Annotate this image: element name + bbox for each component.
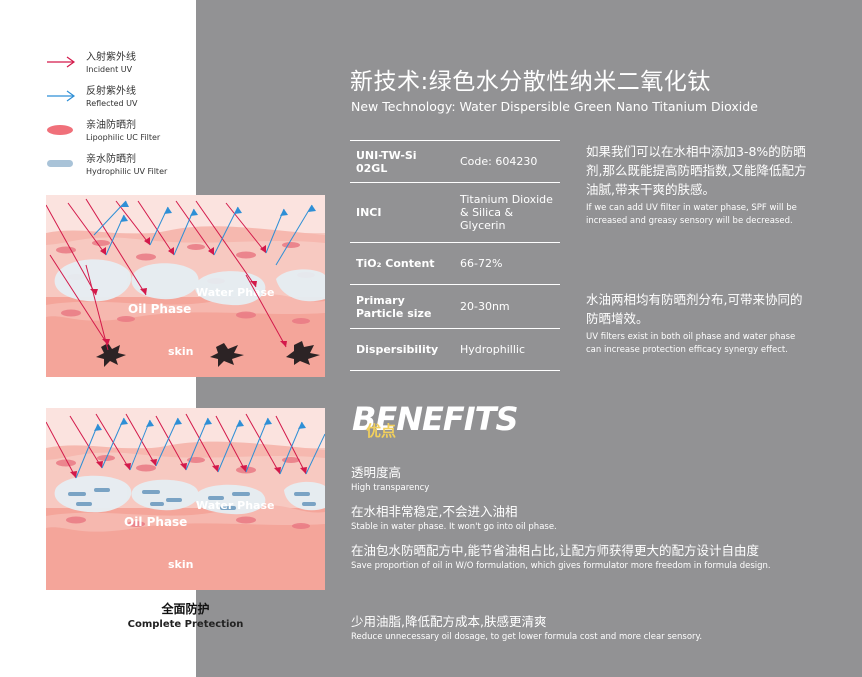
benefit-en: High transparency: [351, 483, 430, 493]
paragraph-en: UV filters exist in both oil phase and w…: [586, 332, 796, 355]
skin-diagram-oil-only: Oil Phase Water Phase skin: [46, 195, 325, 377]
table-row: UNI-TW-Si 02GL Code: 604230: [350, 140, 560, 183]
oil-phase-label: Oil Phase: [124, 515, 187, 529]
legend-label-en: Incident UV: [86, 65, 133, 74]
table-row: Dispersibility Hydrophillic: [350, 328, 560, 371]
legend-label-en: Reflected UV: [86, 99, 138, 108]
benefit-item: 透明度高 High transparency: [351, 464, 821, 495]
water-phase-label: Water Phase: [196, 286, 274, 299]
benefits-heading: BENEFITS: [352, 400, 519, 438]
spec-key: UNI-TW-Si 02GL: [350, 140, 454, 183]
benefit-item: 少用油脂,降低配方成本,肤感更清爽 Reduce unnecessary oil…: [351, 613, 821, 644]
legend-label-en: Lipophilic UC Filter: [86, 133, 161, 142]
caption-en: Complete Pretection: [127, 619, 244, 630]
blue-arrow-icon: [47, 90, 76, 102]
spec-key: Dispersibility: [350, 328, 454, 371]
legend-label-en: Hydrophilic UV Filter: [86, 167, 168, 176]
benefit-zh: 少用油脂,降低配方成本,肤感更清爽: [351, 614, 547, 629]
skin-damage-icon: [96, 341, 320, 367]
skin-label: skin: [168, 345, 193, 358]
page-subtitle: New Technology: Water Dispersible Green …: [351, 99, 758, 114]
legend-label-zh: 入射紫外线: [86, 52, 136, 63]
benefit-en: Save proportion of oil in W/O formulatio…: [351, 561, 771, 571]
legend-label-zh: 反射紫外线: [86, 86, 136, 97]
legend-label-zh: 亲油防晒剂: [86, 120, 136, 131]
spec-value: Titanium Dioxide & Silica & Glycerin: [454, 182, 560, 243]
benefits-subheading: 优点: [366, 422, 397, 440]
spec-value: 20-30nm: [454, 284, 560, 329]
water-phase-paragraph: 如果我们可以在水相中添加3-8%的防晒剂,那么既能提高防晒指数,又能降低配方油腻…: [586, 142, 811, 227]
red-arrow-icon: [47, 56, 76, 68]
table-row: INCI Titanium Dioxide & Silica & Glyceri…: [350, 182, 560, 243]
spec-value: Code: 604230: [454, 140, 560, 183]
benefit-item: 在水相非常稳定,不会进入油相 Stable in water phase. It…: [351, 503, 821, 534]
page-title: 新技术:绿色水分散性纳米二氧化钛: [350, 69, 711, 95]
benefit-zh: 透明度高: [351, 465, 402, 480]
diagram-caption: 全面防护 Complete Pretection: [46, 600, 325, 630]
skin-label: skin: [168, 558, 193, 571]
spec-table: UNI-TW-Si 02GL Code: 604230 INCI Titaniu…: [350, 140, 560, 371]
benefit-en: Stable in water phase. It won't go into …: [351, 522, 557, 532]
pink-capsule-icon: [47, 125, 73, 135]
paragraph-en: If we can add UV filter in water phase, …: [586, 203, 797, 226]
spec-value: Hydrophillic: [454, 328, 560, 371]
spec-value: 66-72%: [454, 242, 560, 285]
benefit-en: Reduce unnecessary oil dosage, to get lo…: [351, 632, 703, 642]
paragraph-zh: 如果我们可以在水相中添加3-8%的防晒剂,那么既能提高防晒指数,又能降低配方油腻…: [586, 144, 807, 197]
skin-diagram-complete: Oil Phase Water Phase skin: [46, 408, 325, 590]
blue-capsule-icon: [47, 160, 73, 167]
caption-zh: 全面防护: [161, 602, 210, 616]
oil-phase-label: Oil Phase: [128, 302, 191, 316]
benefit-zh: 在油包水防晒配方中,能节省油相占比,让配方师获得更大的配方设计自由度: [351, 543, 759, 558]
table-row: TiO₂ Content 66-72%: [350, 242, 560, 285]
benefit-item: 在油包水防晒配方中,能节省油相占比,让配方师获得更大的配方设计自由度 Save …: [351, 542, 821, 573]
water-phase-label: Water Phase: [196, 499, 274, 512]
table-row: Primary Particle size 20-30nm: [350, 284, 560, 329]
spec-key: Primary Particle size: [350, 284, 454, 329]
paragraph-zh: 水油两相均有防晒剂分布,可带来协同的防晒增效。: [586, 292, 803, 326]
spec-key: INCI: [350, 182, 454, 243]
synergy-paragraph: 水油两相均有防晒剂分布,可带来协同的防晒增效。 UV filters exist…: [586, 290, 811, 356]
legend-label-zh: 亲水防晒剂: [86, 154, 136, 165]
benefit-zh: 在水相非常稳定,不会进入油相: [351, 504, 518, 519]
spec-key: TiO₂ Content: [350, 242, 454, 285]
